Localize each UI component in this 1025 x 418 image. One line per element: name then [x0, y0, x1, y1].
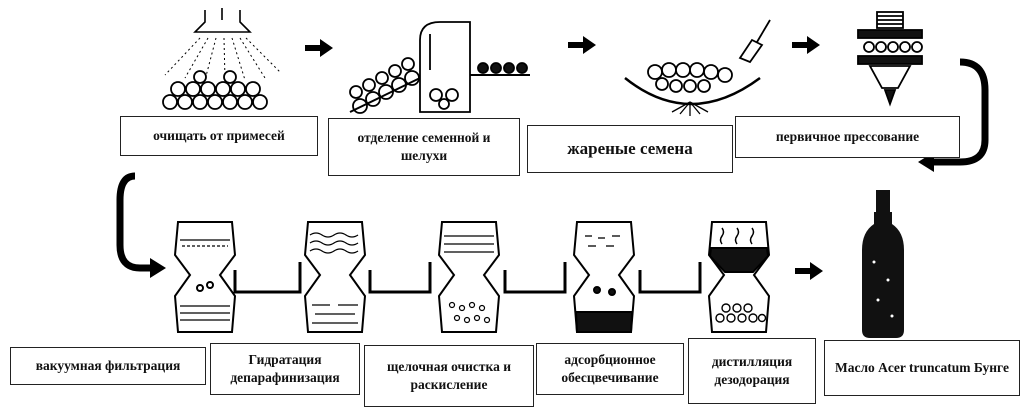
tank-alkali-refining — [437, 221, 501, 333]
label-alkali-refining: щелочная очистка и раскисление — [364, 345, 534, 407]
label-dehull: отделение семенной и шелухи — [328, 118, 520, 176]
tank-hydration — [303, 221, 367, 333]
arrow-4 — [795, 262, 823, 280]
label-bleaching: адсорбционное обесцвечивание — [536, 343, 684, 395]
dehuller-icon — [349, 21, 530, 114]
connector-left — [116, 172, 152, 272]
label-clean: очищать от примесей — [120, 116, 318, 156]
press-icon — [857, 11, 923, 107]
connector-right — [930, 58, 989, 166]
tank-bleaching — [572, 221, 636, 333]
label-press: первичное прессование — [735, 116, 960, 158]
tank-deodorization — [707, 221, 771, 333]
label-vacuum-filtration: вакуумная фильтрация — [10, 347, 206, 385]
label-roast: жареные семена — [527, 125, 733, 173]
oil-bottle-icon — [862, 190, 904, 338]
tanks-row — [173, 221, 771, 333]
arrow-3 — [792, 36, 820, 54]
spray-cleaning-icon — [162, 8, 281, 110]
arrow-1 — [305, 39, 333, 57]
label-hydration: Гидратация депарафинизация — [210, 343, 360, 395]
label-product: Масло Acer truncatum Бунге — [824, 340, 1020, 396]
roasting-pan-icon — [624, 19, 771, 116]
label-deodorization: дистилляция дезодорация — [688, 338, 816, 404]
tank-vacuum-filtration — [173, 221, 237, 333]
arrow-2 — [568, 36, 596, 54]
